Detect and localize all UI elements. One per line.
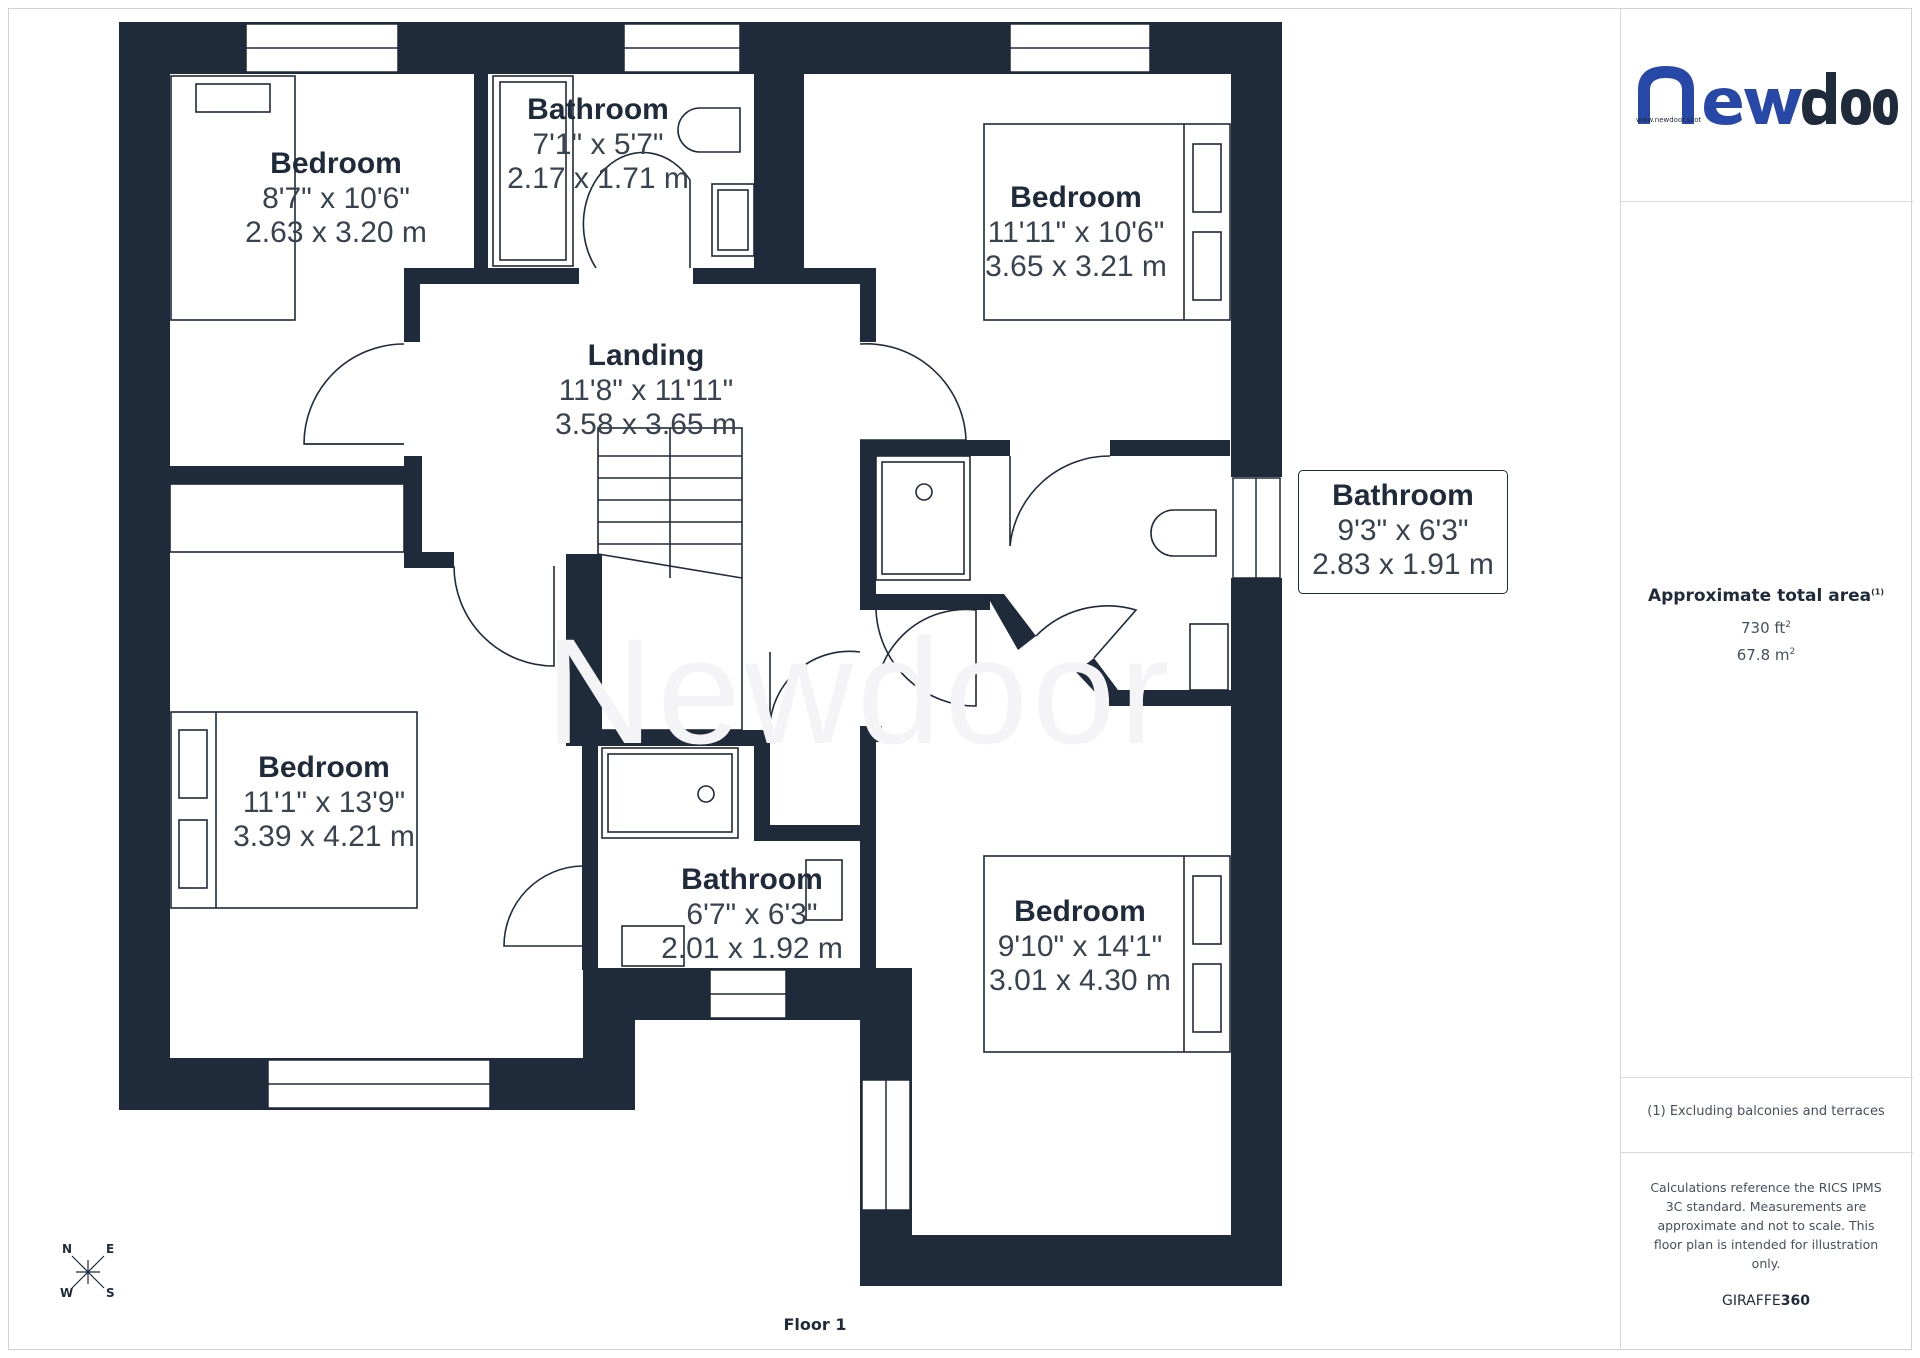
compass-n: N — [62, 1242, 73, 1256]
room-name: Bedroom — [1014, 895, 1146, 928]
room-name: Bathroom — [681, 863, 823, 896]
area-ft: 730 ft2 — [1620, 619, 1912, 637]
giraffe-a: GIRAFFE — [1722, 1293, 1781, 1309]
fixtures — [169, 75, 1231, 1053]
room-label-bedroom-4: Bedroom 9'10" x 14'1" 3.01 x 4.30 m — [980, 894, 1180, 998]
area-title-note: (1) — [1871, 587, 1884, 597]
compass-rose-icon — [71, 1255, 105, 1289]
divider — [1621, 1077, 1913, 1078]
room-label-bedroom-1: Bedroom 8'7" x 10'6" 2.63 x 3.20 m — [236, 146, 436, 250]
room-dim-metric: 3.01 x 4.30 m — [989, 964, 1171, 997]
watermark: Newdoor — [545, 607, 1174, 775]
area-title: Approximate total area(1) — [1620, 586, 1912, 606]
newdoor-logo — [1638, 66, 1898, 125]
area-ft-exp: 2 — [1785, 620, 1792, 630]
room-label-landing: Landing 11'8" x 11'11" 3.58 x 3.65 m — [546, 338, 746, 442]
compass-w: W — [60, 1286, 74, 1300]
room-label-bathroom-1: Bathroom 7'1" x 5'7" 2.17 x 1.71 m — [498, 92, 698, 196]
compass-e: E — [106, 1242, 115, 1256]
window-lines — [246, 47, 1257, 1210]
room-name: Bedroom — [270, 147, 402, 180]
footnote: (1) Excluding balconies and terraces — [1647, 1104, 1885, 1119]
room-name: Bathroom — [1332, 479, 1474, 512]
room-name: Landing — [587, 339, 705, 372]
room-dim-metric: 2.01 x 1.92 m — [661, 932, 843, 965]
divider — [1621, 1152, 1913, 1153]
divider — [1621, 201, 1913, 202]
room-label-bathroom-3: Bathroom 6'7" x 6'3" 2.01 x 1.92 m — [652, 862, 852, 966]
room-dim-imperial: 9'10" x 14'1" — [997, 930, 1163, 963]
room-name: Bedroom — [258, 751, 390, 784]
room-name: Bedroom — [1010, 181, 1142, 214]
room-dim-metric: 2.17 x 1.71 m — [507, 162, 689, 195]
room-label-bedroom-3: Bedroom 11'1" x 13'9" 3.39 x 4.21 m — [224, 750, 424, 854]
room-dim-imperial: 8'7" x 10'6" — [262, 182, 410, 215]
room-dim-imperial: 7'1" x 5'7" — [532, 128, 664, 161]
room-dim-metric: 2.63 x 3.20 m — [245, 216, 427, 249]
room-name: Bathroom — [527, 93, 669, 126]
room-dim-imperial: 11'11" x 10'6" — [987, 216, 1165, 249]
area-m-value: 67.8 m — [1736, 646, 1790, 664]
room-dim-imperial: 11'1" x 13'9" — [242, 786, 406, 819]
area-title-text: Approximate total area — [1647, 586, 1872, 606]
floor-plan — [119, 22, 1282, 1286]
area-m: 67.8 m2 — [1620, 646, 1912, 664]
compass: N E W S — [56, 1242, 120, 1306]
giraffe-b: 360 — [1780, 1293, 1810, 1309]
room-label-bedroom-2: Bedroom 11'11" x 10'6" 3.65 x 3.21 m — [966, 180, 1186, 284]
giraffe-brand: GIRAFFE360 — [1620, 1293, 1912, 1309]
room-label-bathroom-2: Bathroom 9'3" x 6'3" 2.83 x 1.91 m — [1298, 478, 1508, 582]
room-dim-imperial: 6'7" x 6'3" — [686, 898, 818, 931]
page-frame — [8, 8, 1912, 1350]
area-ft-value: 730 ft — [1740, 619, 1786, 637]
callout-box — [1298, 470, 1508, 594]
room-dim-imperial: 11'8" x 11'11" — [558, 374, 734, 407]
room-dim-metric: 3.65 x 3.21 m — [985, 250, 1167, 283]
calc-note: Calculations reference the RICS IPMS 3C … — [1650, 1180, 1882, 1271]
room-dim-metric: 2.83 x 1.91 m — [1312, 548, 1494, 581]
area-m-exp: 2 — [1789, 647, 1796, 657]
room-dim-metric: 3.39 x 4.21 m — [233, 820, 415, 853]
room-dim-metric: 3.58 x 3.65 m — [555, 408, 737, 441]
logo-url: www.newdoor.scot — [1636, 116, 1702, 124]
floor-label: Floor 1 — [783, 1315, 847, 1334]
room-dim-imperial: 9'3" x 6'3" — [1337, 514, 1469, 547]
compass-s: S — [106, 1286, 115, 1300]
info-panel — [1620, 8, 1913, 1350]
